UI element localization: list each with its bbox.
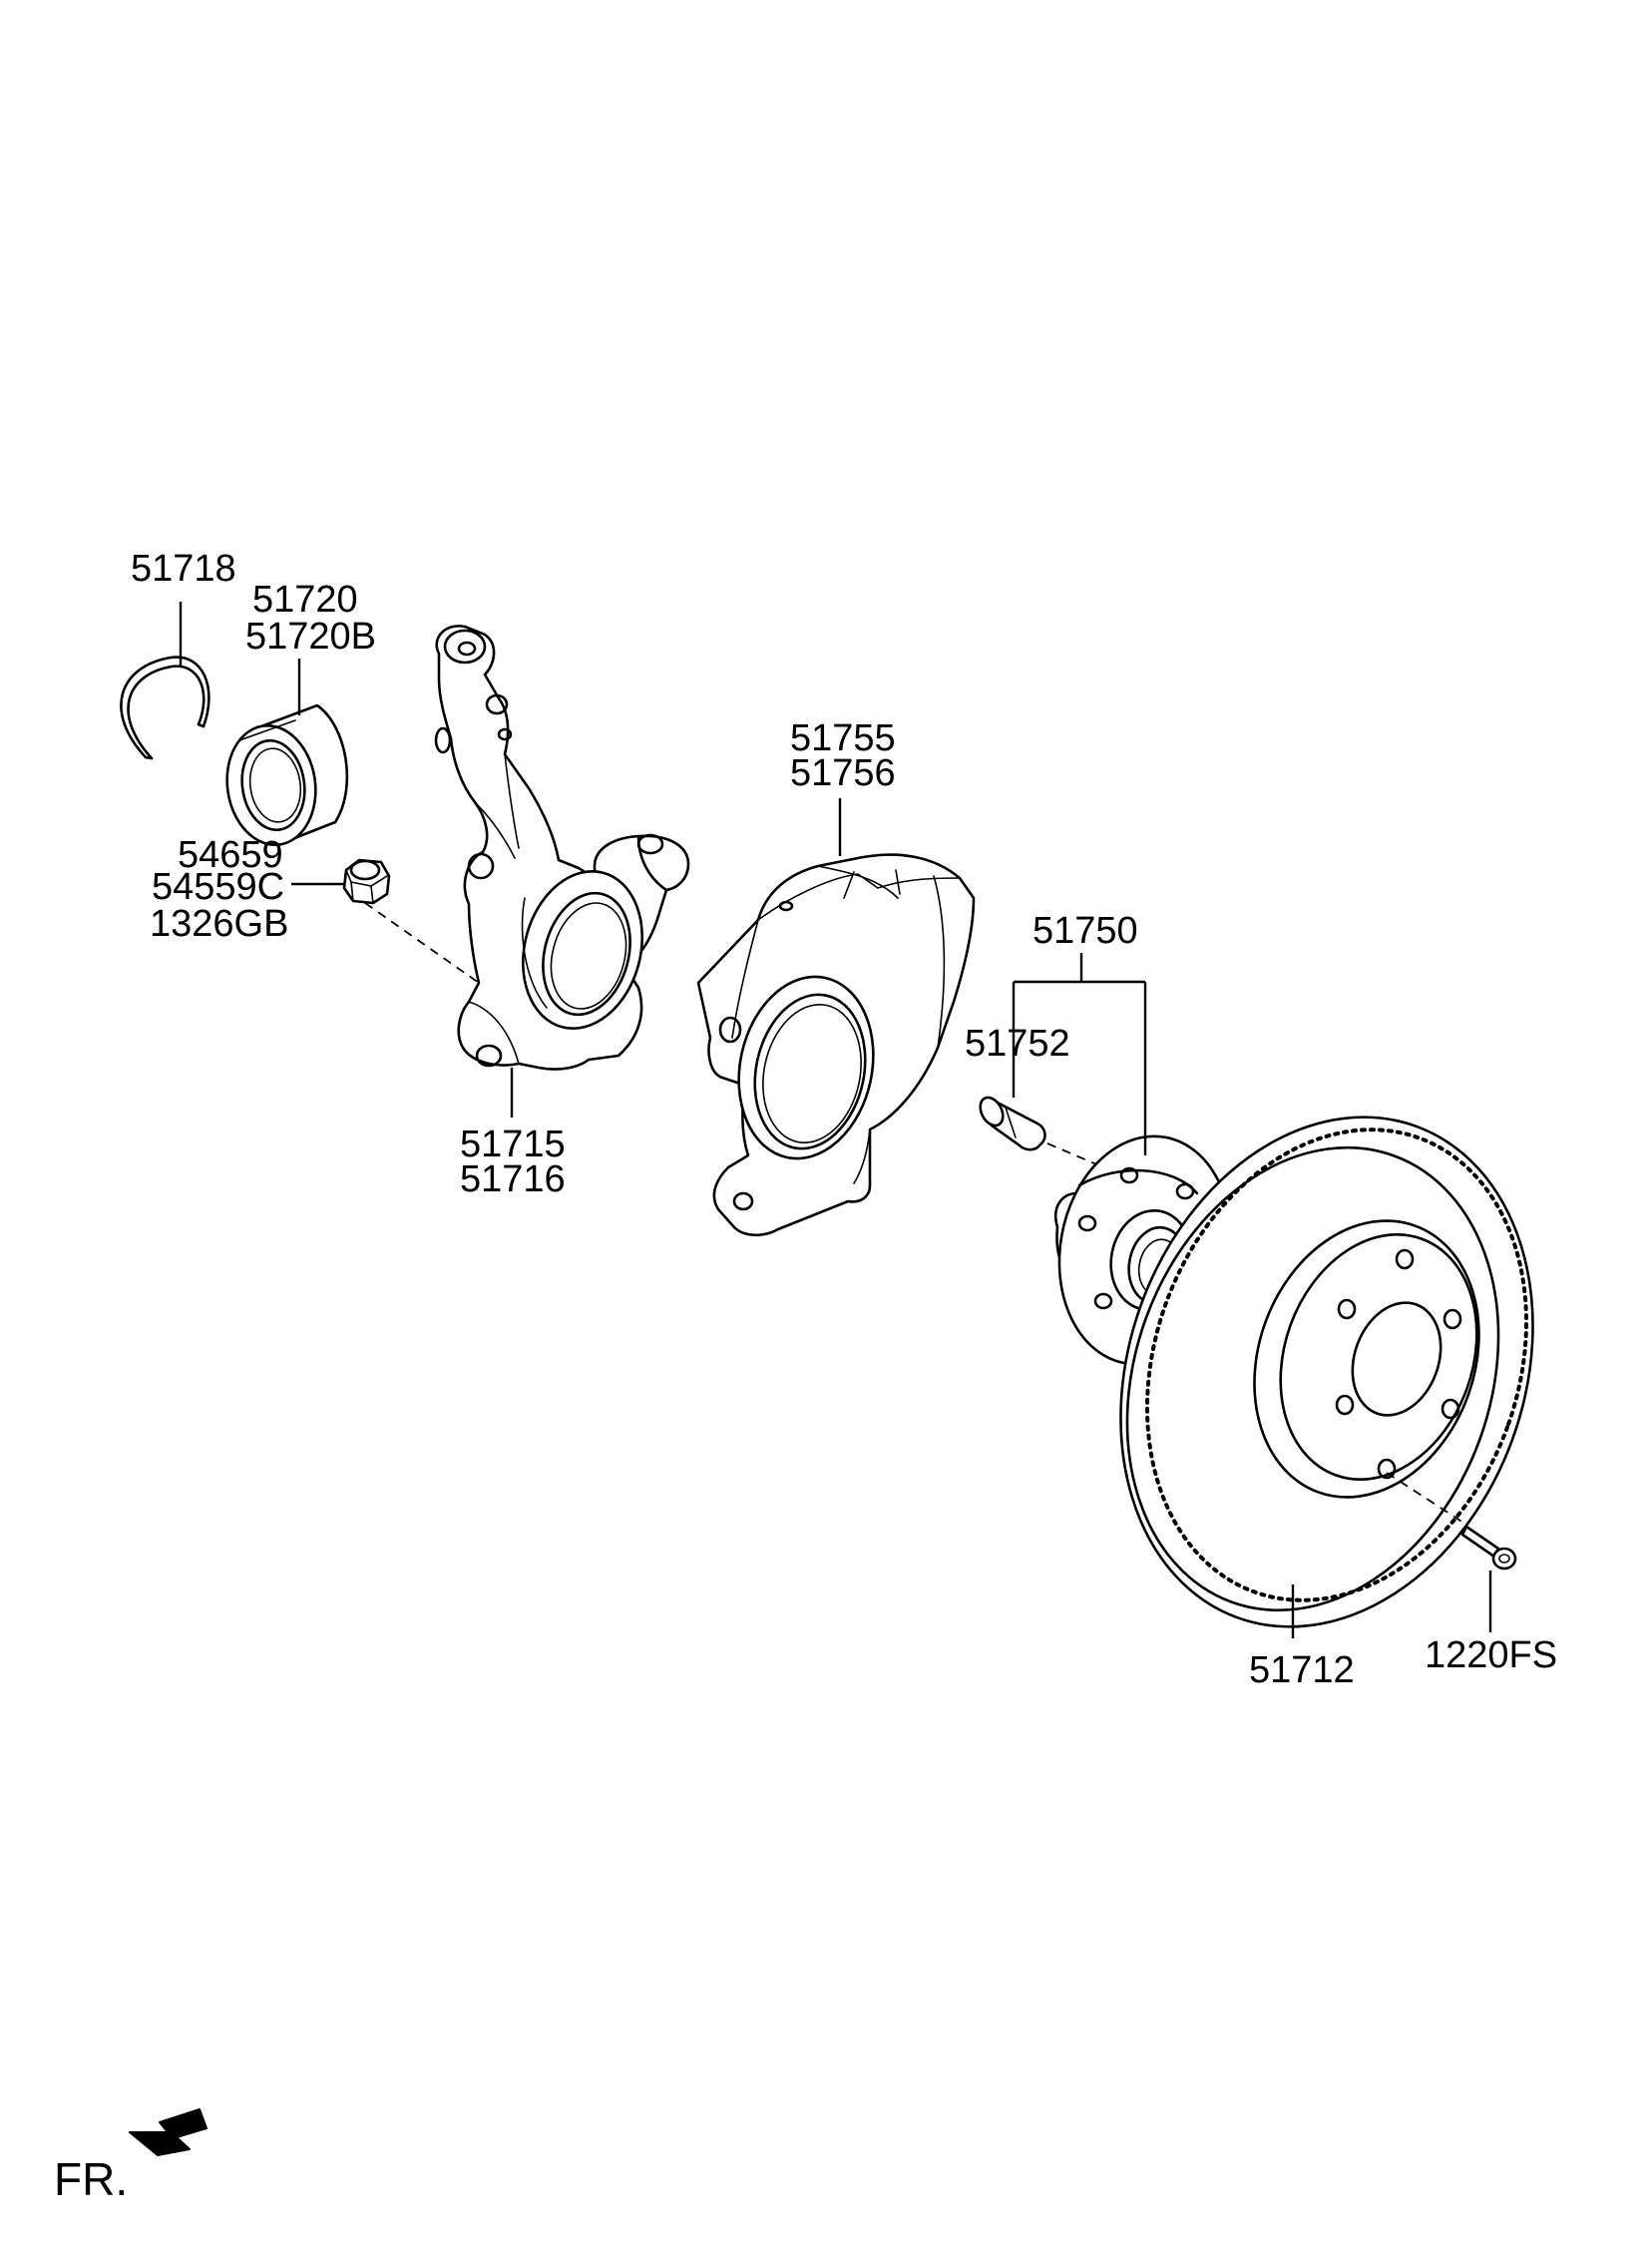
fr-label: FR.: [54, 2153, 128, 2205]
hub-bolt: [979, 1096, 1046, 1151]
label-51720: 51720: [252, 579, 358, 621]
wheel-bearing: [225, 703, 349, 847]
label-1220FS: 1220FS: [1425, 1634, 1557, 1676]
leader-51750: [1012, 953, 1147, 1155]
label-1326GB: 1326GB: [150, 903, 288, 945]
snap-ring: [120, 656, 210, 760]
front-direction-arrow-icon: [129, 2108, 207, 2156]
brake-disc: [1119, 1116, 1534, 1628]
disc-screw: [1460, 1525, 1517, 1571]
label-54559C: 54559C: [152, 866, 284, 908]
dust-shield: [696, 853, 976, 1237]
label-51712: 51712: [1249, 1649, 1355, 1691]
label-51718: 51718: [131, 548, 236, 590]
label-51755: 51755: [790, 717, 896, 759]
front-direction-indicator: FR.: [54, 2108, 207, 2205]
label-51715: 51715: [460, 1124, 566, 1165]
leader-lines: [179, 602, 1492, 1638]
label-51716: 51716: [460, 1158, 566, 1200]
nut-dashed-line: [364, 902, 480, 984]
label-51756: 51756: [790, 752, 896, 794]
label-51720B: 51720B: [245, 616, 376, 658]
label-51752: 51752: [965, 1023, 1070, 1065]
steering-knuckle: [434, 625, 690, 1071]
label-54659: 54659: [178, 834, 283, 876]
part-labels: 51718 51720 51720B 54659 54559C 1326GB 5…: [131, 548, 1557, 1691]
label-51750: 51750: [1032, 910, 1138, 952]
hex-nut: [342, 858, 391, 905]
